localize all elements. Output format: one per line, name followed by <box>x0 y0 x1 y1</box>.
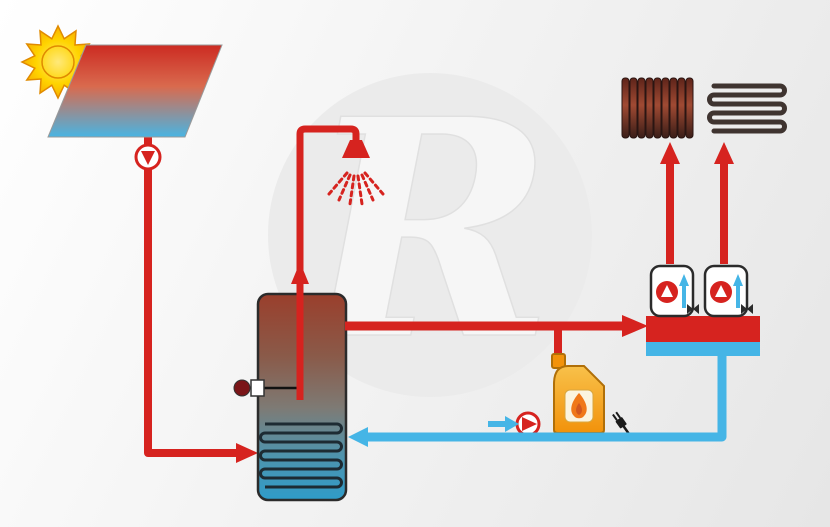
shower-head-icon <box>342 140 370 158</box>
return-pipe <box>366 354 727 442</box>
radiator <box>621 77 694 139</box>
manifold-return-bar <box>646 342 760 356</box>
solar-collector <box>47 44 223 138</box>
plug-prong <box>615 411 622 419</box>
valve-icon <box>741 304 753 314</box>
sensor-well <box>250 379 265 397</box>
return-flow-arrow <box>348 427 368 447</box>
shower <box>327 140 385 206</box>
arrow-head <box>660 142 680 164</box>
plug-prong <box>612 413 618 421</box>
boiler-inlet-arrow <box>488 416 519 432</box>
sun-core-ring <box>41 45 75 79</box>
floor-heating-supply-arrow <box>714 142 734 264</box>
solar-pump-rotor-icon <box>141 151 155 165</box>
arrow-head <box>714 142 734 164</box>
station-pump-rotor-icon <box>661 285 673 297</box>
distribution-manifold <box>646 316 760 356</box>
heating-return-pipe <box>348 354 727 447</box>
solar-collector-panel <box>47 44 223 138</box>
manifold-supply-bar <box>646 316 760 342</box>
plug-body <box>615 417 627 429</box>
pump-station-1 <box>649 264 699 318</box>
boiler-pump-rotor-icon <box>522 417 537 431</box>
solar-pump <box>134 143 162 171</box>
shower-spray <box>327 171 385 206</box>
solar-loop-pipe <box>144 122 258 463</box>
floor-heating-coil <box>707 83 787 134</box>
sensor-bulb-icon <box>233 379 251 397</box>
station-arrow-head <box>733 274 743 286</box>
boiler-pump <box>515 411 541 437</box>
tank-heat-exchanger-coil <box>259 422 343 489</box>
radiator-supply-arrow <box>660 142 680 264</box>
solar-pipe <box>144 122 238 457</box>
valve-icon <box>687 304 699 314</box>
coil-serpentine <box>707 83 787 134</box>
temperature-sensor <box>233 379 303 397</box>
station-pump-rotor-icon <box>715 285 727 297</box>
riser-flow-arrow <box>291 262 309 284</box>
riser-pipe <box>296 125 360 400</box>
hot-water-riser <box>291 125 360 400</box>
supply-flow-arrow <box>622 315 648 337</box>
flame-inner-icon <box>576 403 582 415</box>
station-arrow-head <box>679 274 689 286</box>
solar-flow-arrow <box>236 443 258 463</box>
inlet-arrow-head <box>505 416 519 432</box>
pump-station-2 <box>703 264 753 318</box>
boiler <box>551 353 605 434</box>
